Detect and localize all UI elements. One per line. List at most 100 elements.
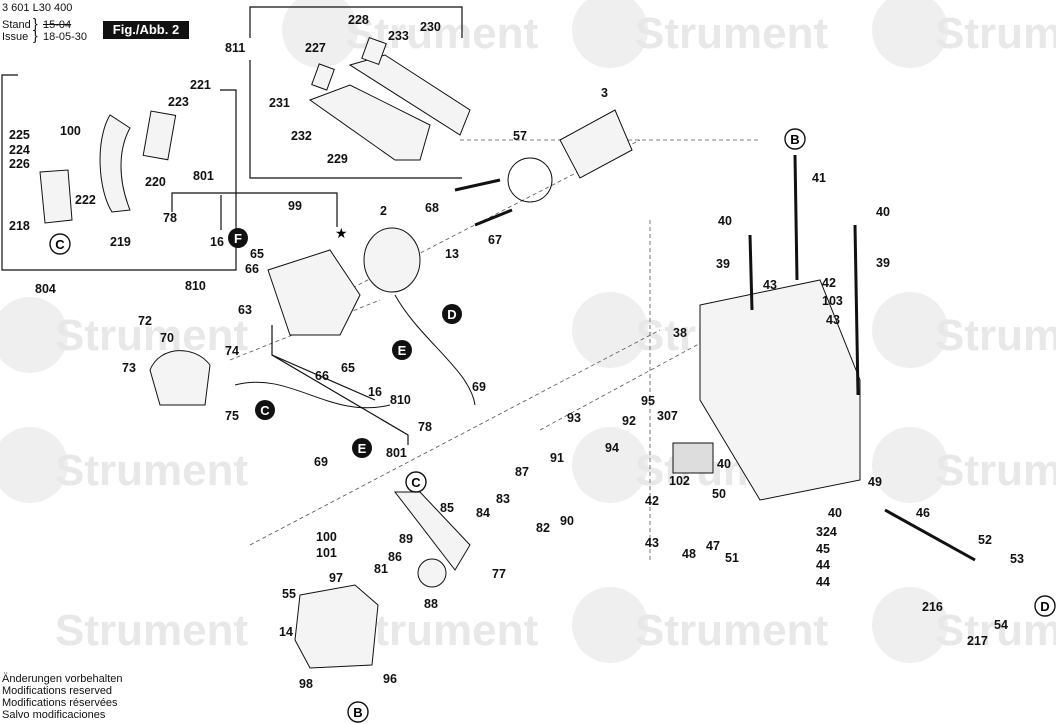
part-label: 103 bbox=[822, 294, 843, 308]
window-part bbox=[672, 442, 714, 474]
part-label: 52 bbox=[978, 533, 992, 547]
part-label: 324 bbox=[816, 525, 837, 539]
part-label: 227 bbox=[305, 41, 326, 55]
part-label: 217 bbox=[967, 634, 988, 648]
part-label: 50 bbox=[712, 487, 726, 501]
end-cap-part bbox=[149, 350, 211, 406]
part-label: 2 bbox=[380, 204, 387, 218]
svg-text:B: B bbox=[790, 132, 799, 147]
svg-text:C: C bbox=[411, 475, 421, 490]
part-label: 99 bbox=[288, 199, 302, 213]
part-label: 801 bbox=[193, 169, 214, 183]
part-label: 65 bbox=[250, 247, 264, 261]
part-label: 97 bbox=[329, 571, 343, 585]
group-brackets bbox=[1, 6, 463, 445]
part-label: 218 bbox=[9, 219, 30, 233]
part-label: 42 bbox=[822, 276, 836, 290]
part-label: 16 bbox=[210, 235, 224, 249]
part-label: 40 bbox=[718, 214, 732, 228]
gear-housing-part bbox=[294, 584, 379, 669]
part-label: 231 bbox=[269, 96, 290, 110]
guard-clip-part bbox=[361, 36, 387, 66]
part-label: 63 bbox=[238, 303, 252, 317]
stand-date: 15-04 bbox=[43, 19, 72, 31]
part-label: 49 bbox=[868, 475, 882, 489]
part-label: 73 bbox=[122, 361, 136, 375]
plate-part bbox=[142, 110, 177, 161]
part-label: 51 bbox=[725, 551, 739, 565]
part-label: 43 bbox=[763, 278, 777, 292]
part-label: 228 bbox=[348, 13, 369, 27]
part-label: 801 bbox=[386, 446, 407, 460]
callout-E-lower: E bbox=[352, 438, 372, 458]
part-label: 69 bbox=[314, 455, 328, 469]
frame-part bbox=[699, 279, 861, 501]
part-label: 43 bbox=[826, 313, 840, 327]
part-label: 44 bbox=[816, 575, 830, 589]
svg-text:D: D bbox=[447, 307, 456, 322]
part-label: 70 bbox=[160, 331, 174, 345]
part-label: 90 bbox=[560, 514, 574, 528]
bracket-part bbox=[39, 169, 73, 224]
part-label: 810 bbox=[390, 393, 411, 407]
part-label: 66 bbox=[245, 262, 259, 276]
callouts: B B C C C D D bbox=[49, 128, 1056, 723]
motor-housing-part bbox=[267, 249, 361, 336]
svg-text:C: C bbox=[260, 403, 270, 418]
part-label: 226 bbox=[9, 157, 30, 171]
baffle-part bbox=[507, 157, 553, 203]
watermark-text: Strument bbox=[935, 606, 1056, 655]
blade-guard-part bbox=[308, 84, 431, 161]
part-label: 47 bbox=[706, 539, 720, 553]
part-label: 66 bbox=[315, 369, 329, 383]
part-label: 39 bbox=[876, 256, 890, 270]
part-label: 84 bbox=[476, 506, 490, 520]
part-label: 78 bbox=[163, 211, 177, 225]
watermark-text: Strument bbox=[935, 9, 1056, 58]
document-number: 3 601 L30 400 bbox=[2, 2, 73, 14]
svg-text:E: E bbox=[358, 441, 367, 456]
star-icon: ★ bbox=[335, 225, 348, 241]
part-shapes bbox=[39, 36, 976, 669]
bracket-804 bbox=[1, 74, 237, 271]
bracket-801-bottom bbox=[271, 325, 409, 445]
part-label: 44 bbox=[816, 558, 830, 572]
lever-part bbox=[393, 491, 471, 571]
watermark-text: Strument bbox=[55, 446, 248, 495]
part-label: 41 bbox=[812, 171, 826, 185]
footer-note: Änderungen vorbehalten bbox=[2, 673, 123, 685]
part-label: 87 bbox=[515, 465, 529, 479]
watermark-layer: Strument Strument Strument Strument Stru… bbox=[0, 0, 1056, 663]
part-label: 804 bbox=[35, 282, 56, 296]
watermark-text: Strument bbox=[935, 311, 1056, 360]
part-label: 230 bbox=[420, 20, 441, 34]
part-label: 69 bbox=[472, 380, 486, 394]
part-label: 13 bbox=[445, 247, 459, 261]
part-label: 101 bbox=[316, 546, 337, 560]
part-label: 216 bbox=[922, 600, 943, 614]
part-label: 54 bbox=[994, 618, 1008, 632]
watermark-text: Strument bbox=[55, 606, 248, 655]
callout-B-bottom: B bbox=[347, 701, 369, 723]
issue-label: Issue bbox=[2, 31, 29, 43]
part-label: 100 bbox=[316, 530, 337, 544]
part-label: 77 bbox=[492, 567, 506, 581]
part-label: 222 bbox=[75, 193, 96, 207]
callout-D-right: D bbox=[1034, 595, 1056, 617]
part-label: 92 bbox=[622, 414, 636, 428]
part-label: 55 bbox=[282, 587, 296, 601]
callout-F: F bbox=[228, 228, 248, 248]
riving-knife-part bbox=[99, 114, 131, 213]
watermark-text: Strument bbox=[635, 9, 828, 58]
part-label: 91 bbox=[550, 451, 564, 465]
watermark-text: Strument bbox=[55, 311, 248, 360]
part-label: 225 bbox=[9, 128, 30, 142]
part-label: 223 bbox=[168, 95, 189, 109]
bracket-811 bbox=[249, 6, 463, 38]
callout-C-arm: C bbox=[405, 471, 427, 493]
part-label: 232 bbox=[291, 129, 312, 143]
stand-label: Stand bbox=[2, 19, 31, 31]
part-label: 74 bbox=[225, 344, 239, 358]
part-label: 307 bbox=[657, 409, 678, 423]
part-label: 93 bbox=[567, 411, 581, 425]
